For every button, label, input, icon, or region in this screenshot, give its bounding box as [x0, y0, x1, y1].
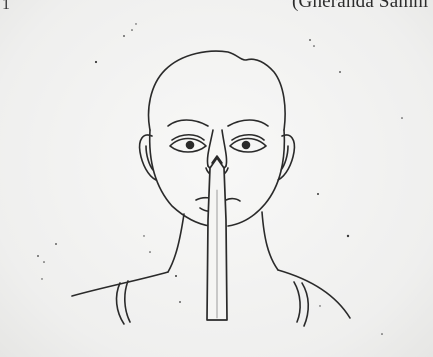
mouth-right [226, 199, 240, 201]
head-outline [149, 51, 286, 130]
neck-left [168, 214, 184, 272]
right-eyebrow [228, 120, 268, 126]
right-face-contour [228, 130, 284, 226]
nose-bridge [207, 130, 213, 166]
neck-right [262, 212, 278, 270]
left-face-contour [150, 130, 210, 226]
right-pupil [243, 142, 250, 149]
left-strap-inner [125, 281, 130, 322]
right-shoulder [278, 270, 350, 318]
nose-bridge-right [222, 130, 227, 166]
left-pupil [187, 142, 194, 149]
left-strap-outer [117, 283, 124, 324]
left-eyebrow [168, 120, 208, 126]
right-strap-outer [302, 283, 308, 326]
right-strap-inner [294, 282, 300, 322]
